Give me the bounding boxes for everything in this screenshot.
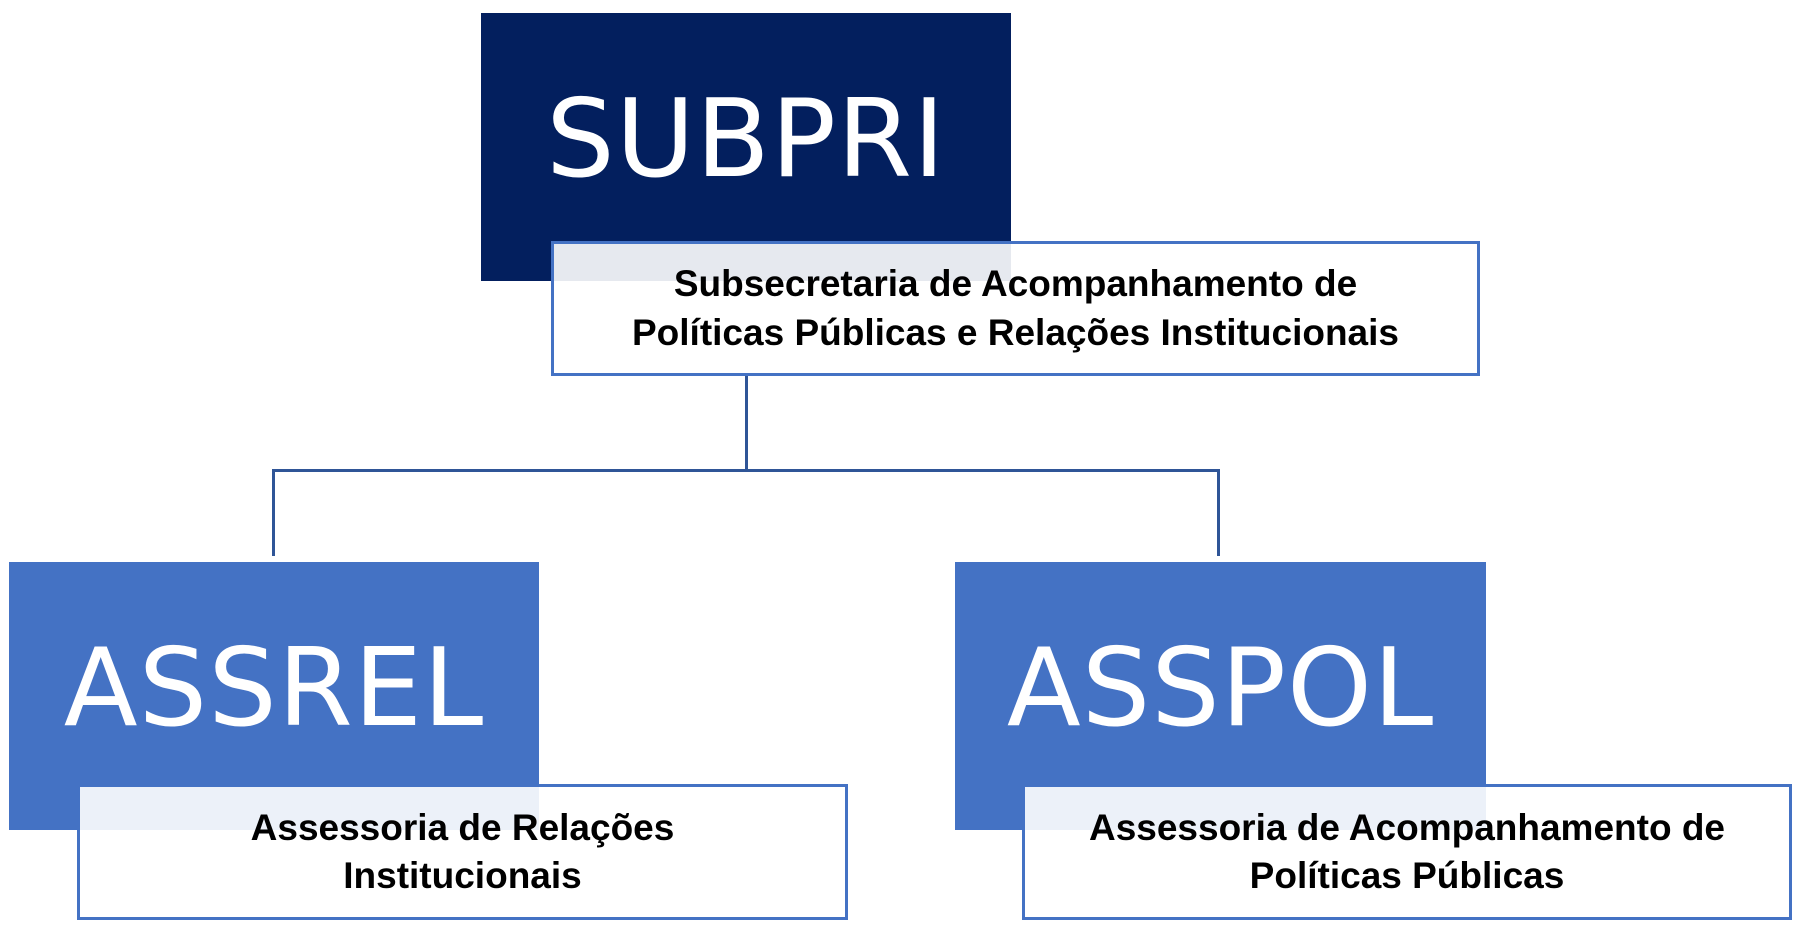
node-asspol-acronym: ASSPOL [1006, 625, 1435, 751]
node-subpri-description-line-1: Subsecretaria de Acompanhamento de [673, 263, 1358, 305]
node-asspol-description-line-1: Assessoria de Acompanhamento de [1088, 806, 1726, 848]
connector-left-down [272, 469, 275, 556]
connector-horizontal [272, 469, 1220, 472]
node-assrel-description-line-1: Assessoria de Relações [250, 806, 675, 848]
node-subpri-acronym: SUBPRI [546, 76, 946, 202]
node-assrel-description: Assessoria de Relações Institucionais [77, 784, 848, 920]
node-asspol-description: Assessoria de Acompanhamento de Política… [1022, 784, 1792, 920]
node-subpri: SUBPRI [481, 13, 1011, 281]
node-subpri-description: Subsecretaria de Acompanhamento de Polít… [551, 241, 1480, 376]
node-asspol-description-line-2: Políticas Públicas [1249, 855, 1565, 896]
node-assrel-acronym: ASSREL [63, 625, 485, 751]
connector-right-down [1217, 469, 1220, 556]
node-subpri-description-line-2: Políticas Públicas e Relações Institucio… [631, 311, 1399, 353]
connector-root-down [745, 375, 748, 470]
node-assrel-description-line-2: Institucionais [343, 855, 582, 896]
